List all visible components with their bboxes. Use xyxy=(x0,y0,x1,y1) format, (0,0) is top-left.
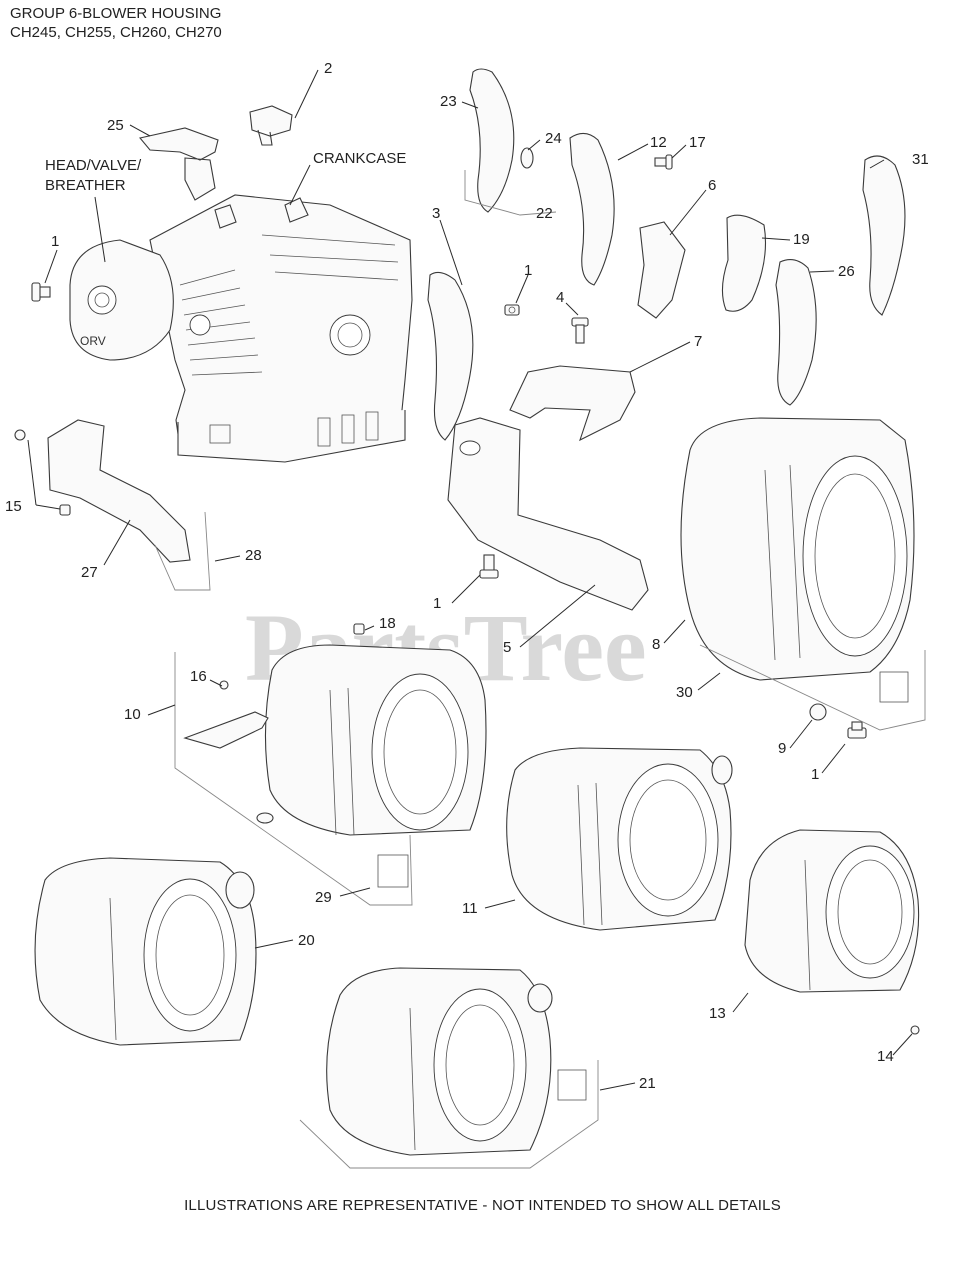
part-27-guard xyxy=(47,419,191,563)
callout-23: 23 xyxy=(440,93,457,110)
part-21-group-frame xyxy=(299,1060,599,1169)
exploded-view-diagram: PartsTree TM ORV xyxy=(5,60,929,1169)
part-2-bracket xyxy=(249,105,293,146)
callout-6: 6 xyxy=(708,177,716,194)
callout-head-valve-breather-2: BREATHER xyxy=(45,177,126,194)
part-19-plate xyxy=(721,214,767,312)
part-4-screw xyxy=(571,317,589,344)
callout-30: 30 xyxy=(676,684,693,701)
part-15-screw xyxy=(59,504,71,516)
part-16-nut xyxy=(219,680,229,690)
callout-10: 10 xyxy=(124,706,141,723)
part-24-grommet xyxy=(520,147,534,169)
part-23-baffle xyxy=(469,68,515,213)
part-12-baffle xyxy=(569,132,615,286)
callout-head-valve-breather-1: HEAD/VALVE/ xyxy=(45,157,142,174)
part-17-screw xyxy=(654,154,673,170)
callout-17: 17 xyxy=(689,134,706,151)
callout-21: 21 xyxy=(639,1075,656,1092)
callout-29: 29 xyxy=(315,889,332,906)
callout-12: 12 xyxy=(650,134,667,151)
part-20-blower-housing xyxy=(34,857,257,1046)
callout-labels: HEAD/VALVE/ BREATHER CRANKCASE 1 1 1 1 2… xyxy=(5,60,929,1092)
part-5-guard xyxy=(447,417,649,611)
callout-1-d: 1 xyxy=(811,766,819,783)
callout-15: 15 xyxy=(5,498,22,515)
part-10-shield xyxy=(183,711,269,749)
part-1-bolt-mid xyxy=(504,304,520,316)
part-8-blower-housing xyxy=(680,417,926,731)
diagram-title: GROUP 6-BLOWER HOUSING xyxy=(10,5,222,22)
model-list: CH245, CH255, CH260, CH270 xyxy=(10,24,222,41)
part-9-nut xyxy=(809,703,827,721)
diagram-header: GROUP 6-BLOWER HOUSING CH245, CH255, CH2… xyxy=(10,4,222,42)
part-11-blower-housing xyxy=(506,747,733,931)
callout-27: 27 xyxy=(81,564,98,581)
part-7-bracket xyxy=(509,365,636,442)
callout-25: 25 xyxy=(107,117,124,134)
diagram-footer-note: ILLUSTRATIONS ARE REPRESENTATIVE - NOT I… xyxy=(184,1197,781,1214)
callout-14: 14 xyxy=(877,1048,894,1065)
callout-20: 20 xyxy=(298,932,315,949)
part-15-nut xyxy=(14,429,26,441)
part-1-bolt-left xyxy=(31,282,51,302)
callout-1-a: 1 xyxy=(51,233,59,250)
part-14-screw xyxy=(910,1025,920,1035)
callout-2: 2 xyxy=(324,60,332,77)
leader-lines xyxy=(27,69,913,1091)
part-26-baffle xyxy=(775,259,817,406)
callout-13: 13 xyxy=(709,1005,726,1022)
part-1-bolt-center xyxy=(479,554,499,579)
callout-7: 7 xyxy=(694,333,702,350)
callout-1-c: 1 xyxy=(433,595,441,612)
part-6-bracket xyxy=(637,221,686,319)
part-18-nut xyxy=(353,623,365,635)
callout-8: 8 xyxy=(652,636,660,653)
callout-31: 31 xyxy=(912,151,929,168)
callout-1-b: 1 xyxy=(524,262,532,279)
part-10-blower-housing xyxy=(256,644,487,836)
svg-text:ORV: ORV xyxy=(80,334,106,348)
callout-18: 18 xyxy=(379,615,396,632)
callout-5: 5 xyxy=(503,639,511,656)
callout-3: 3 xyxy=(432,205,440,222)
callout-26: 26 xyxy=(838,263,855,280)
part-31-baffle xyxy=(862,155,906,316)
callout-11: 11 xyxy=(462,900,478,917)
callout-16: 16 xyxy=(190,668,207,685)
callout-4: 4 xyxy=(556,289,564,306)
part-25-bracket xyxy=(138,127,219,201)
callout-24: 24 xyxy=(545,130,562,147)
callout-19: 19 xyxy=(793,231,810,248)
callout-28: 28 xyxy=(245,547,262,564)
callout-22: 22 xyxy=(536,205,553,222)
part-3-shroud xyxy=(427,271,474,441)
callout-9: 9 xyxy=(778,740,786,757)
callout-crankcase: CRANKCASE xyxy=(313,150,406,167)
part-1-bolt-right xyxy=(847,721,867,739)
part-10-group-frame xyxy=(174,652,413,906)
part-21-blower-housing xyxy=(326,967,553,1156)
engine-block-illustration: ORV xyxy=(69,194,413,463)
part-13-blower-housing xyxy=(744,829,920,993)
